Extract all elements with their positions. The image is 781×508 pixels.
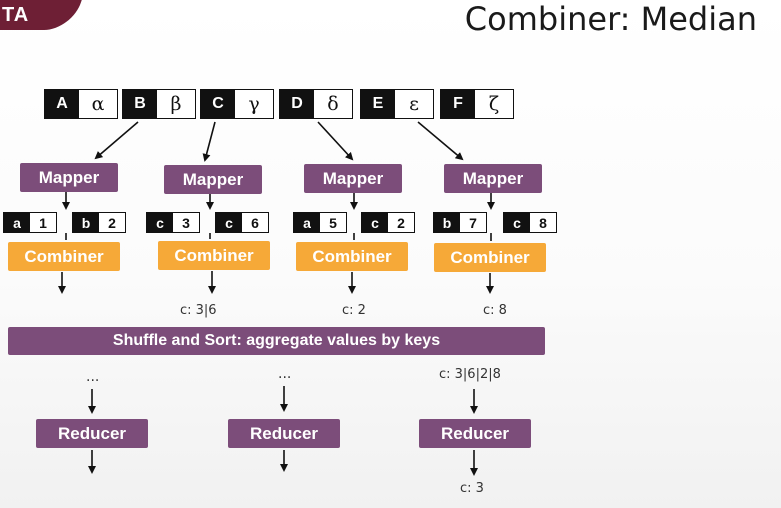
input-pair-f: F ζ (440, 89, 514, 119)
combiner-1: Combiner (8, 242, 120, 271)
output-key: a (294, 213, 320, 232)
input-key: C (201, 90, 235, 118)
arrow (94, 121, 139, 160)
output-value: 8 (530, 213, 556, 232)
combiner-output: c: 3|6 (180, 303, 217, 318)
output-key: c (147, 213, 173, 232)
slide-title: Combiner: Median (464, 0, 757, 38)
mapper-output-pair: c 6 (215, 212, 269, 233)
input-key: F (441, 90, 475, 118)
output-value: 7 (460, 213, 486, 232)
mapper-output-pair: a 5 (293, 212, 347, 233)
output-key: c (362, 213, 388, 232)
input-key: B (123, 90, 157, 118)
output-value: 5 (320, 213, 346, 232)
combiner-output: c: 2 (342, 303, 366, 318)
input-pair-c: C γ (200, 89, 274, 119)
mapper-output-pair: c 3 (146, 212, 200, 233)
combiner-4: Combiner (434, 243, 546, 272)
mapper-output-pair: b 7 (433, 212, 487, 233)
reducer-input: ... (278, 366, 292, 382)
reducer-2: Reducer (228, 419, 340, 448)
output-value: 3 (173, 213, 199, 232)
output-key: c (216, 213, 242, 232)
reducer-1: Reducer (36, 419, 148, 448)
reducer-input: ... (86, 369, 100, 385)
arrow (202, 121, 216, 162)
input-value: ε (395, 90, 433, 118)
input-pair-b: B β (122, 89, 196, 119)
output-key: c (504, 213, 530, 232)
input-pair-a: A α (44, 89, 118, 119)
arrow (417, 121, 464, 161)
mapper-2: Mapper (164, 165, 262, 194)
input-pair-d: D δ (279, 89, 353, 119)
mapper-output-pair: c 2 (361, 212, 415, 233)
mapper-output-pair: a 1 (3, 212, 57, 233)
mapper-output-pair: b 2 (72, 212, 126, 233)
reducer-output: c: 3 (460, 481, 484, 496)
mapper-3: Mapper (304, 164, 402, 193)
mapper-4: Mapper (444, 164, 542, 193)
input-value: β (157, 90, 195, 118)
combiner-output: c: 8 (483, 303, 507, 318)
output-value: 2 (99, 213, 125, 232)
reducer-3: Reducer (419, 419, 531, 448)
combiner-3: Combiner (296, 242, 408, 271)
mapper-1: Mapper (20, 163, 118, 192)
mapper-output-pair: c 8 (503, 212, 557, 233)
input-key: A (45, 90, 79, 118)
input-value: γ (235, 90, 273, 118)
output-value: 2 (388, 213, 414, 232)
corner-tab-label: TA (2, 4, 30, 26)
output-key: a (4, 213, 30, 232)
input-key: E (361, 90, 395, 118)
output-value: 1 (30, 213, 56, 232)
input-value: α (79, 90, 117, 118)
output-key: b (73, 213, 99, 232)
input-value: δ (314, 90, 352, 118)
combiner-2: Combiner (158, 241, 270, 270)
output-value: 6 (242, 213, 268, 232)
input-key: D (280, 90, 314, 118)
output-key: b (434, 213, 460, 232)
reducer-input: c: 3|6|2|8 (439, 367, 501, 382)
shuffle-sort-bar: Shuffle and Sort: aggregate values by ke… (8, 327, 545, 355)
input-pair-e: E ε (360, 89, 434, 119)
arrow (317, 121, 354, 161)
input-value: ζ (475, 90, 513, 118)
